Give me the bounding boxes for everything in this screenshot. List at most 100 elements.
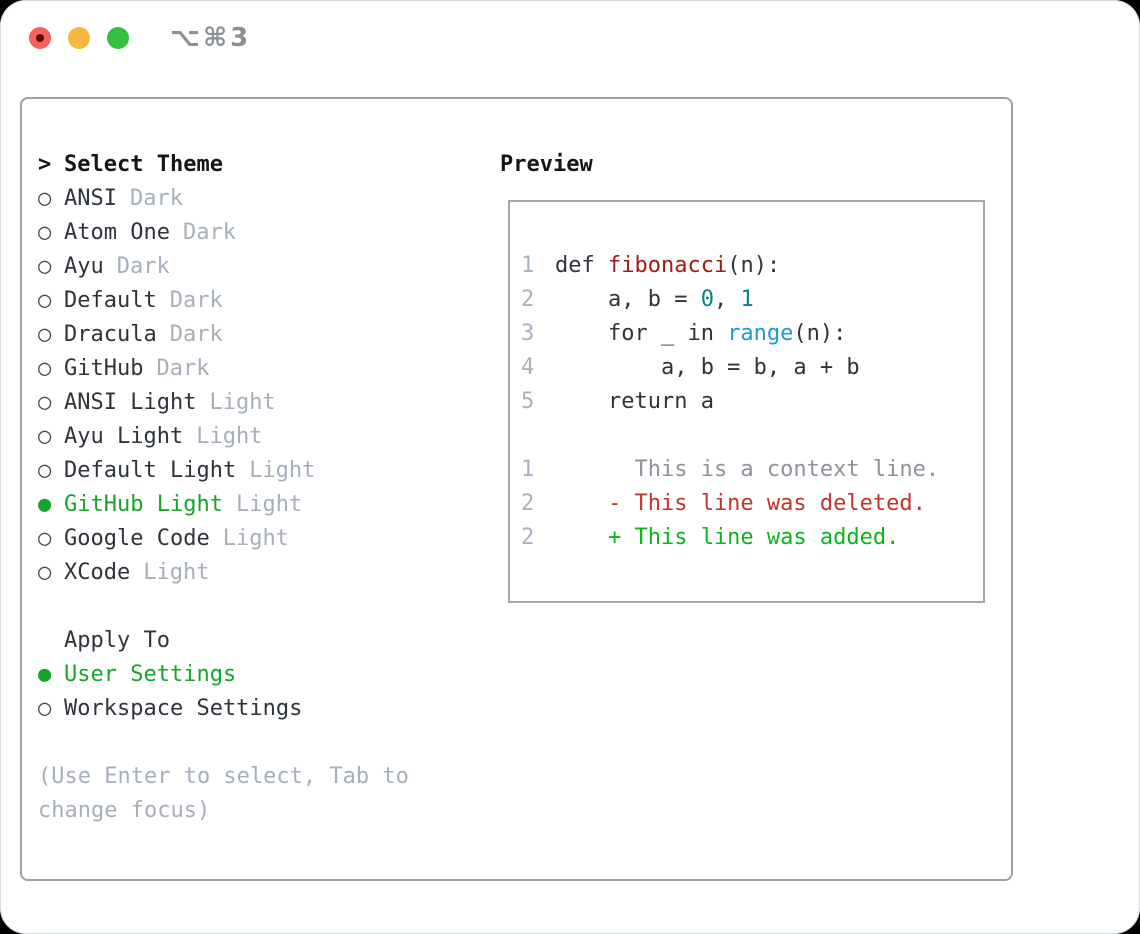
radio-icon: ○ — [38, 560, 52, 585]
theme-variant: Dark — [116, 254, 170, 279]
traffic-lights — [29, 27, 129, 49]
code-line — [521, 419, 983, 453]
theme-option-github-light-light[interactable]: ● GitHub Light Light — [38, 488, 500, 522]
code-segment: a, b = b, a + b — [555, 355, 860, 380]
theme-option-ansi-dark[interactable]: ○ ANSI Dark — [38, 182, 500, 216]
apply-to-header: Apply To — [38, 624, 500, 658]
minimize-button[interactable] — [68, 27, 90, 49]
theme-variant: Light — [196, 424, 263, 449]
line-number: 3 — [521, 321, 535, 346]
theme-variant: Dark — [129, 186, 183, 211]
theme-name: GitHub Light — [64, 492, 223, 517]
apply-to-list: ● User Settings ○ Workspace Settings — [38, 658, 500, 726]
code-segment: This is a context line. — [555, 457, 940, 482]
code-segment: fibonacci — [607, 253, 728, 278]
radio-icon: ○ — [38, 322, 52, 347]
theme-name: Dracula — [64, 322, 157, 347]
code-line: 1 This is a context line. — [521, 453, 983, 487]
theme-name: Google Code — [64, 526, 210, 551]
hint-text: (Use Enter to select, Tab to change focus… — [38, 760, 500, 828]
code-segment: range — [727, 321, 794, 346]
spacer-row — [38, 726, 500, 760]
radio-icon: ○ — [38, 390, 52, 415]
line-number: 4 — [521, 355, 535, 380]
hint-line: change focus) — [38, 798, 211, 823]
line-number: 2 — [521, 287, 535, 312]
preview-header: Preview — [500, 152, 593, 177]
radio-icon: ○ — [38, 458, 52, 483]
radio-icon: ○ — [38, 356, 52, 381]
radio-icon: ○ — [38, 186, 52, 211]
code-line: 5 return a — [521, 385, 983, 419]
close-button[interactable] — [29, 27, 51, 49]
theme-option-atom-one-dark[interactable]: ○ Atom One Dark — [38, 216, 500, 250]
radio-icon: ○ — [38, 526, 52, 551]
apply-option-label: User Settings — [64, 662, 237, 687]
zoom-button[interactable] — [107, 27, 129, 49]
code-segment: return a — [555, 389, 714, 414]
theme-name: Atom One — [64, 220, 170, 245]
radio-icon: ○ — [38, 254, 52, 279]
hint-line: (Use Enter to select, Tab to — [38, 764, 409, 789]
line-number: 1 — [521, 253, 535, 278]
theme-variant: Light — [249, 458, 316, 483]
radio-icon: ○ — [38, 288, 52, 313]
apply-option-user-settings[interactable]: ● User Settings — [38, 658, 500, 692]
prompt-caret-icon: > — [38, 152, 52, 177]
apply-to-header-label: Apply To — [64, 628, 170, 653]
code-line: 2 a, b = 0, 1 — [521, 283, 983, 317]
theme-variant: Light — [235, 492, 303, 517]
code-segment: (n): — [793, 321, 847, 346]
radio-selected-icon: ● — [38, 492, 52, 517]
code-segment: - This line was deleted. — [555, 491, 926, 516]
line-number: 1 — [521, 457, 535, 482]
titlebar: ⌥⌘3 — [0, 0, 1140, 76]
radio-selected-icon: ● — [38, 662, 52, 687]
code-segment: (n): — [727, 253, 781, 278]
radio-icon: ○ — [38, 424, 52, 449]
radio-icon: ○ — [38, 220, 52, 245]
theme-variant: Dark — [182, 220, 236, 245]
theme-variant: Dark — [169, 322, 223, 347]
line-number: 2 — [521, 491, 535, 516]
apply-option-label: Workspace Settings — [64, 696, 303, 721]
theme-name: XCode — [64, 560, 131, 585]
code-segment: 0 — [700, 287, 714, 312]
code-segment: a, b = — [555, 287, 701, 312]
code-segment: def — [555, 253, 608, 278]
code-line: 4 a, b = b, a + b — [521, 351, 983, 385]
apply-option-workspace-settings[interactable]: ○ Workspace Settings — [38, 692, 500, 726]
theme-variant: Dark — [156, 356, 210, 381]
theme-name: ANSI — [64, 186, 117, 211]
line-number: 5 — [521, 389, 535, 414]
radio-icon: ○ — [38, 696, 52, 721]
theme-name: Default Light — [64, 458, 237, 483]
theme-variant: Light — [209, 390, 276, 415]
theme-option-google-code-light[interactable]: ○ Google Code Light — [38, 522, 500, 556]
theme-option-xcode-light[interactable]: ○ XCode Light — [38, 556, 500, 590]
close-button-dot — [36, 34, 44, 42]
theme-option-dracula-dark[interactable]: ○ Dracula Dark — [38, 318, 500, 352]
code-segment: + This line was added. — [555, 525, 900, 550]
code-line: 3 for _ in range(n): — [521, 317, 983, 351]
spacer-row — [38, 590, 500, 624]
theme-variant: Light — [143, 560, 210, 585]
select-theme-header-label: Select Theme — [64, 152, 223, 177]
code-segment: for _ in — [555, 321, 728, 346]
theme-option-default-light-light[interactable]: ○ Default Light Light — [38, 454, 500, 488]
line-number: 2 — [521, 525, 535, 550]
code-line: 2 - This line was deleted. — [521, 487, 983, 521]
code-segment: 1 — [740, 287, 754, 312]
theme-variant: Light — [222, 526, 289, 551]
